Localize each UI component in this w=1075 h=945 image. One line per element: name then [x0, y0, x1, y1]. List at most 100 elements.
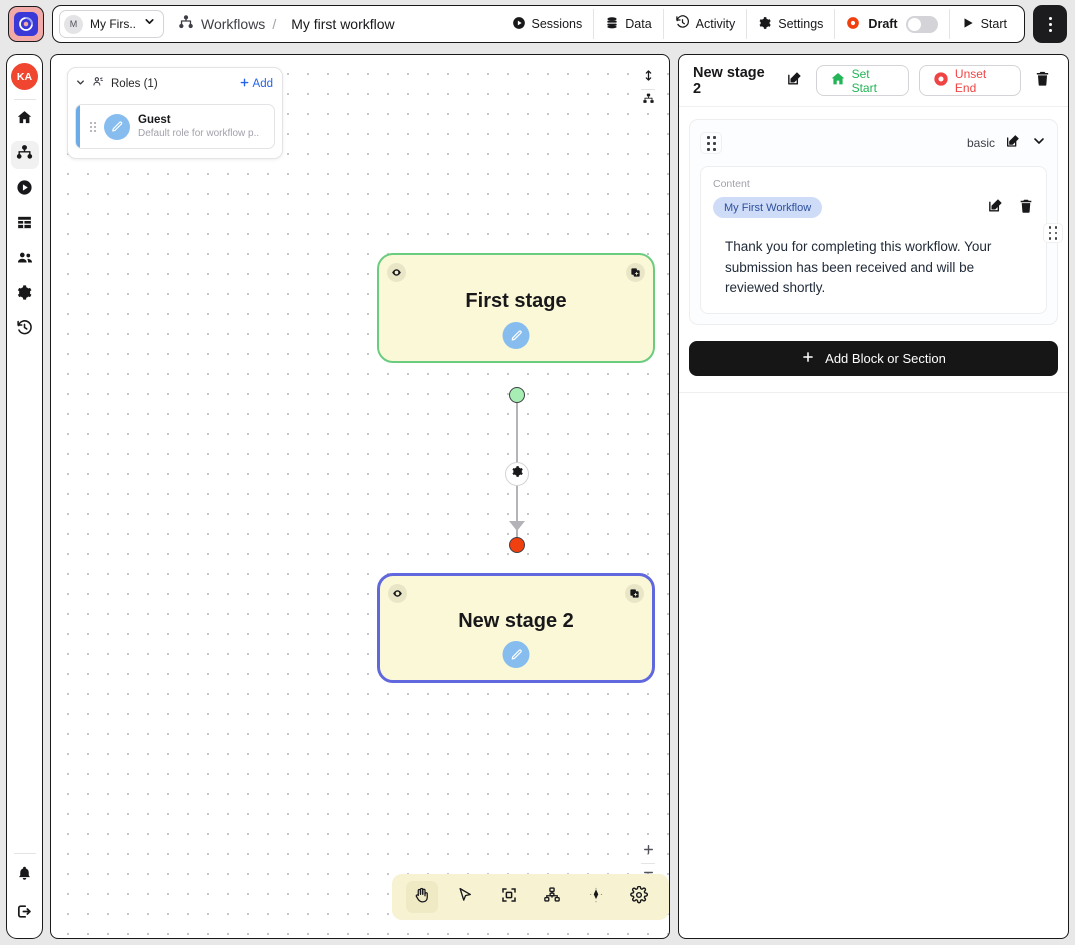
data-button[interactable]: Data: [594, 9, 664, 39]
breadcrumb-separator: /: [272, 16, 277, 32]
pan-tool-button[interactable]: [405, 881, 438, 913]
chevron-down-icon[interactable]: [75, 75, 86, 93]
table-icon: [16, 214, 33, 236]
canvas-controls-zoom: [637, 841, 659, 886]
play-icon: [961, 16, 975, 33]
project-switcher[interactable]: M My Firs..: [59, 10, 164, 38]
publish-toggle[interactable]: [905, 15, 938, 33]
draft-status[interactable]: Draft: [835, 9, 950, 39]
connector-start-dot[interactable]: [509, 387, 525, 403]
avatar[interactable]: KA: [11, 63, 38, 90]
role-name: Guest: [138, 113, 171, 126]
draft-label: Draft: [868, 17, 898, 31]
sidebar-item-sessions[interactable]: [11, 176, 39, 204]
set-start-button[interactable]: Set Start: [815, 65, 909, 96]
stage-title: New stage 2: [458, 609, 574, 632]
play-circle-icon: [16, 179, 33, 201]
project-name: My Firs..: [90, 17, 136, 31]
role-text: Guest Default role for workflow p..: [138, 113, 259, 141]
unset-end-button[interactable]: Unset End: [918, 65, 1022, 96]
zoom-out-button[interactable]: [637, 864, 659, 886]
edit-stage-button[interactable]: [502, 641, 530, 668]
logout-button[interactable]: [11, 900, 39, 928]
magic-tool-button[interactable]: [580, 881, 612, 913]
unset-end-label: Unset End: [954, 66, 987, 95]
block-actions: [987, 197, 1034, 219]
divider: [13, 99, 36, 100]
status-badge[interactable]: My First Workflow: [713, 197, 823, 218]
edit-section-button[interactable]: [1005, 133, 1021, 154]
sessions-button[interactable]: Sessions: [500, 9, 595, 39]
collapse-section-button[interactable]: [1031, 133, 1047, 154]
kebab-menu-icon[interactable]: [1033, 5, 1067, 43]
set-start-label: Set Start: [851, 66, 877, 95]
connector-settings-button[interactable]: [505, 462, 529, 486]
list-item[interactable]: Guest Default role for workflow p..: [75, 104, 275, 149]
duplicate-icon[interactable]: [626, 263, 645, 282]
layout-tool-button[interactable]: [536, 881, 568, 913]
pencil-square-icon: [1005, 134, 1021, 153]
trash-icon: [1034, 70, 1051, 92]
roles-list: Guest Default role for workflow p..: [68, 99, 282, 158]
sidebar-item-people[interactable]: [11, 246, 39, 274]
activity-button[interactable]: Activity: [663, 9, 748, 39]
roles-panel-header: Roles (1) Add: [68, 68, 282, 99]
eye-icon[interactable]: [388, 584, 407, 603]
app-logo-button[interactable]: [8, 6, 44, 42]
fit-vertical-button[interactable]: [637, 67, 659, 89]
start-label: Start: [980, 17, 1007, 31]
workflow-node-icon: [16, 144, 33, 166]
hierarchy-icon: [543, 886, 561, 909]
pencil-square-icon: [786, 70, 803, 92]
drag-grip-icon[interactable]: [1043, 223, 1063, 243]
block-header-row: My First Workflow: [713, 197, 1034, 219]
add-role-button[interactable]: Add: [239, 77, 273, 91]
sidebar-item-data[interactable]: [11, 211, 39, 239]
notifications-button[interactable]: [11, 862, 39, 890]
drag-grip-icon[interactable]: [700, 132, 722, 154]
content-block[interactable]: Content My First Workflow: [700, 166, 1063, 314]
add-block-or-section-button[interactable]: Add Block or Section: [689, 340, 1058, 376]
divider: [13, 853, 36, 854]
stage-node-new-stage-2[interactable]: New stage 2: [377, 573, 655, 683]
sidebar-item-history[interactable]: [11, 316, 39, 344]
delete-stage-button[interactable]: [1031, 69, 1054, 93]
role-color-stripe: [76, 105, 80, 148]
drag-grip-icon[interactable]: [90, 121, 96, 132]
sidebar-item-workflows[interactable]: [10, 141, 39, 169]
rename-stage-button[interactable]: [783, 69, 806, 93]
divider: [641, 89, 655, 90]
play-circle-icon: [512, 16, 526, 33]
plus-icon: [642, 843, 655, 861]
section-card: basic: [689, 119, 1063, 325]
home-icon: [16, 109, 33, 131]
auto-layout-button[interactable]: [637, 90, 659, 112]
gear-icon: [630, 885, 649, 909]
duplicate-icon[interactable]: [625, 584, 644, 603]
workflow-canvas[interactable]: Roles (1) Add: [50, 54, 670, 939]
block-body-text: Thank you for completing this workflow. …: [725, 239, 992, 296]
eye-icon[interactable]: [387, 263, 406, 282]
plus-icon: [239, 77, 250, 91]
breadcrumb-current: My first workflow: [291, 16, 395, 32]
edit-block-button[interactable]: [987, 197, 1004, 219]
sidebar-item-home[interactable]: [11, 106, 39, 134]
stage-details-panel: New stage 2 Set Start Unset End: [678, 54, 1069, 939]
settings-button[interactable]: Settings: [747, 9, 836, 39]
history-icon: [675, 15, 690, 33]
add-block-label: Add Block or Section: [825, 350, 946, 366]
breadcrumb-workflows-link[interactable]: Workflows: [201, 16, 266, 32]
select-tool-button[interactable]: [449, 881, 481, 913]
sparkle-icon: [587, 886, 605, 909]
connector-end-dot[interactable]: [509, 537, 525, 553]
minus-icon: [642, 866, 655, 884]
connector-arrowhead: [509, 521, 525, 531]
zoom-in-button[interactable]: [637, 841, 659, 863]
canvas-settings-button[interactable]: [623, 881, 655, 913]
frame-tool-button[interactable]: [493, 881, 525, 913]
start-button[interactable]: Start: [949, 9, 1018, 39]
edit-stage-button[interactable]: [502, 322, 530, 349]
sidebar-item-settings[interactable]: [11, 281, 39, 309]
stage-node-first[interactable]: First stage: [377, 253, 655, 363]
delete-block-button[interactable]: [1018, 198, 1034, 219]
